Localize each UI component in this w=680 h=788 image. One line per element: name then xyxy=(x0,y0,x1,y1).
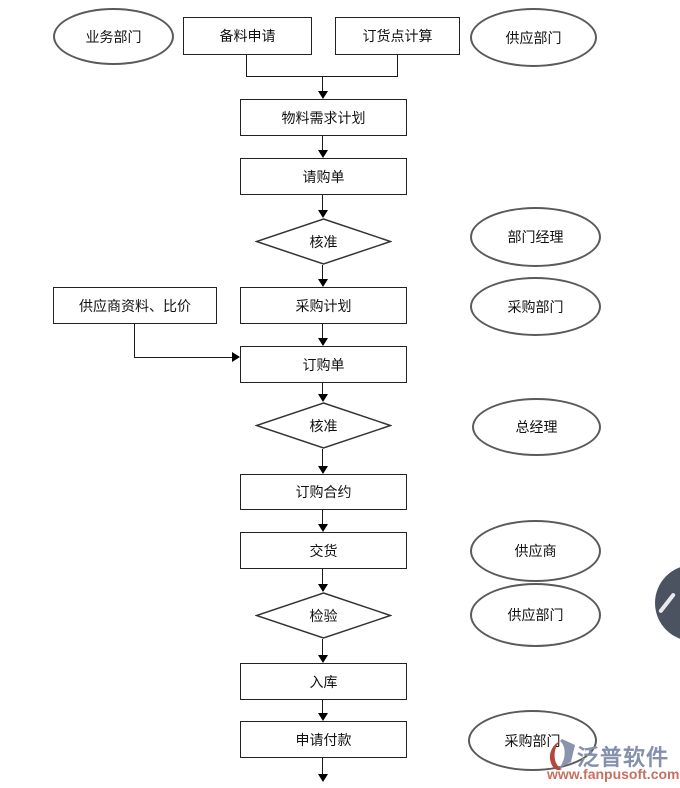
node-general-manager: 总经理 xyxy=(472,398,601,456)
node-label: 采购部门 xyxy=(507,298,564,315)
node-order-point-calc: 订货点计算 xyxy=(335,17,460,55)
node-label: 请购单 xyxy=(302,168,345,185)
connector-line xyxy=(134,357,233,358)
watermark-url: www.fanpusoft.com xyxy=(547,766,680,782)
node-warehouse-in: 入库 xyxy=(240,663,407,700)
arrowhead-down-icon xyxy=(318,338,328,346)
connector-line xyxy=(322,698,323,714)
diamond-shape xyxy=(255,592,392,639)
node-purchase-order: 订购单 xyxy=(240,346,407,383)
arrowhead-down-icon xyxy=(318,524,328,532)
node-mrp: 物料需求计划 xyxy=(240,99,407,136)
node-dept-manager: 部门经理 xyxy=(470,207,601,267)
arrowhead-down-icon xyxy=(318,774,328,782)
node-label: 备料申请 xyxy=(219,28,276,44)
connector-line xyxy=(322,756,323,775)
node-supply-dept-top: 供应部门 xyxy=(470,8,597,67)
connector-line xyxy=(134,322,135,357)
node-supply-dept-2: 供应部门 xyxy=(470,583,601,647)
node-inspection: 检验 xyxy=(255,592,392,639)
fab-icon xyxy=(658,592,676,614)
fanpu-logo-icon xyxy=(549,739,575,771)
arrowhead-right-icon xyxy=(232,352,240,362)
node-label: 供应部门 xyxy=(505,29,562,46)
node-label: 供应部门 xyxy=(507,607,564,623)
arrowhead-down-icon xyxy=(318,584,328,592)
node-material-request: 备料申请 xyxy=(183,17,312,55)
arrowhead-down-icon xyxy=(318,713,328,721)
connector-line xyxy=(246,53,247,76)
node-business-dept: 业务部门 xyxy=(53,8,174,65)
connector-line xyxy=(322,322,323,339)
arrowhead-down-icon xyxy=(318,210,328,218)
arrowhead-down-icon xyxy=(318,279,328,287)
diamond-shape xyxy=(255,402,392,449)
node-label: 采购计划 xyxy=(295,297,352,314)
node-supplier-info: 供应商资料、比价 xyxy=(53,287,217,324)
node-supplier: 供应商 xyxy=(470,520,601,582)
connector-line xyxy=(322,508,323,525)
node-label: 订购单 xyxy=(302,356,345,373)
node-approve-1: 核准 xyxy=(255,218,392,265)
node-purchase-plan: 采购计划 xyxy=(240,287,407,324)
node-label: 订货点计算 xyxy=(362,28,433,44)
node-purchase-contract: 订购合约 xyxy=(240,474,407,510)
node-label: 核准 xyxy=(309,417,338,434)
node-label: 供应商 xyxy=(514,543,557,559)
node-purchase-requisition: 请购单 xyxy=(240,158,407,195)
node-approve-2: 核准 xyxy=(255,402,392,449)
node-label: 交货 xyxy=(309,542,338,559)
arrowhead-down-icon xyxy=(318,91,328,99)
node-label: 业务部门 xyxy=(85,28,142,45)
arrowhead-down-icon xyxy=(318,150,328,158)
connector-line xyxy=(322,381,323,395)
connector-line xyxy=(322,639,323,656)
diamond-shape xyxy=(255,218,392,265)
node-label: 入库 xyxy=(309,673,338,690)
connector-line xyxy=(322,76,323,92)
node-label: 供应商资料、比价 xyxy=(79,297,191,314)
connector-line xyxy=(322,134,323,151)
arrowhead-down-icon xyxy=(318,394,328,402)
node-label: 订购合约 xyxy=(295,484,352,500)
connector-line xyxy=(322,265,323,280)
floating-widget-button[interactable] xyxy=(655,565,680,641)
watermark-brand: 泛普软件 xyxy=(577,745,670,770)
node-purchasing-dept-2: 采购部门 xyxy=(468,710,597,771)
node-label: 采购部门 xyxy=(504,732,561,749)
node-delivery: 交货 xyxy=(240,532,407,569)
connector-line xyxy=(322,193,323,211)
node-label: 总经理 xyxy=(515,419,558,435)
connector-line xyxy=(397,53,398,76)
node-label: 物料需求计划 xyxy=(281,109,366,126)
connector-line xyxy=(322,449,323,467)
node-purchasing-dept-1: 采购部门 xyxy=(470,277,601,336)
node-label: 部门经理 xyxy=(507,229,564,245)
node-label: 检验 xyxy=(309,607,338,624)
node-payment-request: 申请付款 xyxy=(240,721,407,758)
arrowhead-down-icon xyxy=(318,655,328,663)
connector-line xyxy=(322,567,323,585)
arrowhead-down-icon xyxy=(318,466,328,474)
node-label: 核准 xyxy=(309,233,338,250)
node-label: 申请付款 xyxy=(295,731,352,748)
